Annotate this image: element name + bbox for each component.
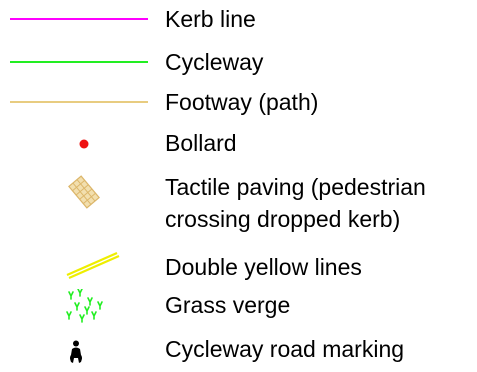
legend-label-cycleway: Cycleway (165, 49, 264, 75)
legend-label-cycleway-road-marking: Cycleway road marking (165, 336, 405, 362)
double-yellow-lines-icon (66, 251, 120, 280)
grass-verge-icon (66, 289, 103, 323)
footway-line-symbol (10, 101, 148, 103)
legend-label-grass-verge: Grass verge (165, 292, 291, 318)
bollard-dot-icon (79, 139, 89, 149)
legend-label-tactile-paving: Tactile paving (pedestrian crossing drop… (165, 174, 426, 232)
legend-label-bollard: Bollard (165, 130, 237, 156)
cyclist-marking-icon (70, 340, 82, 363)
legend-label-kerb-line: Kerb line (165, 6, 256, 32)
legend-label-footway: Footway (path) (165, 89, 319, 115)
cycleway-line-symbol (10, 61, 148, 63)
kerb-line-symbol (10, 18, 148, 20)
tactile-paving-icon (68, 175, 100, 209)
legend-label-double-yellow-lines: Double yellow lines (165, 254, 362, 280)
